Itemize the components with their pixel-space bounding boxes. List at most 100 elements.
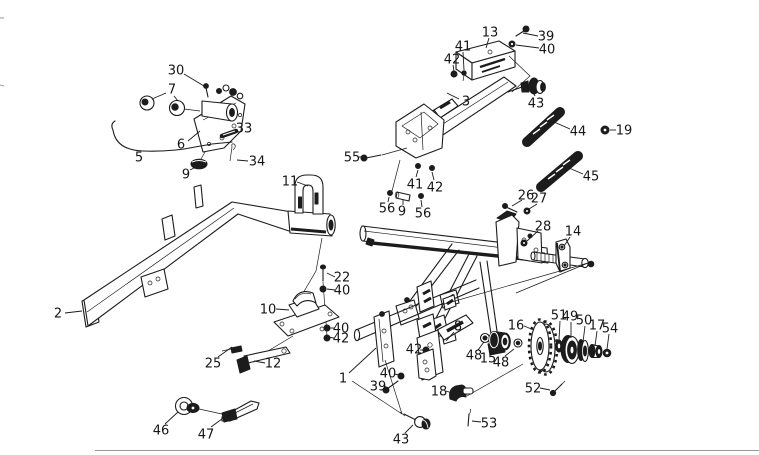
part-number-51: 51: [551, 309, 568, 324]
leader-line-42: [431, 171, 435, 181]
leader-line-27: [528, 203, 538, 210]
leader-line-28: [526, 230, 539, 242]
leader-line-46: [164, 411, 179, 425]
leader-line-8: [445, 331, 455, 342]
leader-line-9: [189, 166, 197, 171]
part-number-15: 15: [480, 352, 497, 367]
leader-line-15: [491, 346, 498, 353]
part-number-45: 45: [583, 170, 600, 185]
part-number-40: 40: [333, 322, 350, 337]
part-number-48: 48: [493, 356, 510, 371]
leader-line-7: [151, 92, 167, 100]
leader-line-41: [462, 51, 465, 71]
part-number-40: 40: [539, 43, 556, 58]
part-number-55: 55: [344, 151, 361, 166]
part-number-50: 50: [576, 314, 593, 329]
leader-line-11: [296, 181, 309, 187]
leader-line-18: [445, 390, 453, 394]
part-number-27: 27: [531, 192, 548, 207]
leader-line-39: [383, 385, 388, 389]
frame-main: [353, 210, 549, 368]
part-number-56: 56: [379, 202, 396, 217]
part-number-5: 5: [135, 151, 143, 166]
part-number-42: 42: [406, 343, 423, 358]
leader-line-34: [236, 159, 249, 162]
part-number-28: 28: [535, 220, 552, 235]
part-number-42: 42: [333, 332, 350, 347]
part-number-9: 9: [182, 168, 190, 183]
part-number-54: 54: [602, 322, 619, 337]
part-number-48: 48: [466, 349, 483, 364]
shackle-46-47: [174, 396, 260, 423]
part-number-18: 18: [431, 385, 448, 400]
bracket-8-group: [382, 314, 474, 430]
leader-line-56: [420, 199, 423, 208]
leader-line-48: [504, 348, 515, 357]
part-number-33: 33: [236, 122, 253, 137]
part-number-43: 43: [528, 97, 545, 112]
part-number-22: 22: [334, 271, 351, 286]
leader-line-17: [594, 330, 598, 347]
mid-fasteners: [387, 163, 595, 273]
hook-11: [294, 174, 324, 215]
part-number-11: 11: [282, 175, 299, 190]
part-number-2: 2: [54, 307, 62, 322]
part-number-46: 46: [153, 424, 170, 439]
leader-line-7: [173, 95, 179, 102]
leader-line-39: [522, 32, 539, 37]
part-number-30: 30: [168, 64, 185, 79]
scan-artifacts: [0, 17, 759, 451]
tube-3-assembly: [391, 25, 546, 192]
part-number-41: 41: [455, 40, 472, 55]
leader-line-12: [253, 360, 266, 364]
sprocket-hub-group: [479, 318, 612, 397]
part-number-34: 34: [249, 155, 266, 170]
leader-line-1: [348, 347, 377, 374]
leader-line-3: [446, 92, 460, 100]
leader-line-10: [275, 308, 290, 311]
leader-line-45: [568, 167, 584, 175]
leader-line-40: [393, 373, 400, 376]
bracket-6-assembly: [139, 83, 246, 170]
leader-line-43: [532, 91, 536, 97]
part-number-13: 13: [482, 26, 499, 41]
part-number-42: 42: [444, 53, 461, 68]
leader-line-44: [553, 121, 571, 130]
part-number-39: 39: [538, 30, 555, 45]
chains-44-45: [522, 107, 610, 192]
part-number-3: 3: [462, 95, 470, 110]
part-number-17: 17: [589, 319, 606, 334]
leader-line-42: [452, 64, 455, 72]
leader-line-42: [326, 336, 335, 339]
part-number-39: 39: [370, 380, 387, 395]
leader-line-40: [515, 44, 540, 49]
part-number-1: 1: [339, 372, 347, 387]
leader-line-26: [511, 199, 523, 207]
part-number-56: 56: [415, 207, 432, 222]
frame-left-arm: [81, 184, 336, 328]
part-number-16: 16: [508, 319, 525, 334]
leader-line-43: [404, 424, 414, 434]
part-number-8: 8: [454, 320, 462, 335]
part-number-47: 47: [198, 428, 215, 443]
leader-line-48: [477, 341, 485, 351]
part-number-49: 49: [562, 310, 579, 325]
part-number-6: 6: [177, 138, 185, 153]
leader-line-40: [326, 288, 336, 291]
part-number-52: 52: [525, 382, 542, 397]
part-number-14: 14: [565, 225, 582, 240]
construction-lines: [257, 237, 589, 415]
part-number-42: 42: [427, 181, 444, 196]
leader-line-22: [326, 272, 336, 278]
part-number-9: 9: [398, 205, 406, 220]
screw-55: [360, 147, 408, 162]
part-number-26: 26: [518, 189, 535, 204]
part-number-25: 25: [205, 357, 222, 372]
leader-line-16: [523, 325, 535, 331]
leader-line-2: [64, 310, 83, 314]
leader-line-14: [563, 236, 571, 247]
cable-5: [111, 120, 233, 152]
